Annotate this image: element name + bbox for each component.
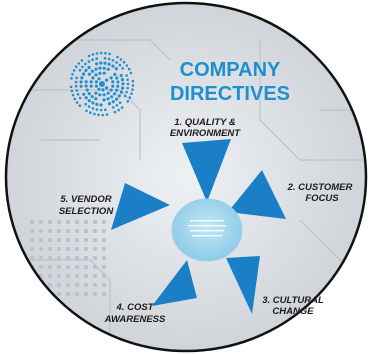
directive-arrow-5 (111, 183, 170, 230)
directive-arrow-2 (228, 170, 286, 219)
disc-border (4, 1, 368, 353)
directive-1-line-1: 1. QUALITY & (174, 117, 236, 128)
directive-4-line-1: 4. COST (116, 302, 155, 313)
directive-2-line-2: FOCUS (305, 193, 339, 204)
directive-arrow-1 (182, 139, 231, 202)
directive-4-line-2: AWARENESS (104, 314, 166, 325)
title-line-1: COMPANY (180, 59, 281, 81)
directive-3-line-2: CHANGE (272, 306, 314, 317)
directive-arrow-4 (152, 260, 197, 306)
hub-fine-print (188, 220, 226, 237)
dotted-sphere-logo-icon (69, 51, 135, 117)
title-line-2: DIRECTIVES (170, 83, 290, 105)
directive-5-line-2: SELECTION (59, 206, 115, 217)
directive-3-line-1: 3. CULTURAL (262, 295, 324, 306)
directive-5-line-1: 5. VENDOR (60, 194, 111, 205)
directive-2-line-1: 2. CUSTOMER (287, 182, 353, 193)
directive-1-line-2: ENVIRONMENT (170, 128, 241, 139)
directive-arrow-3 (226, 256, 260, 314)
